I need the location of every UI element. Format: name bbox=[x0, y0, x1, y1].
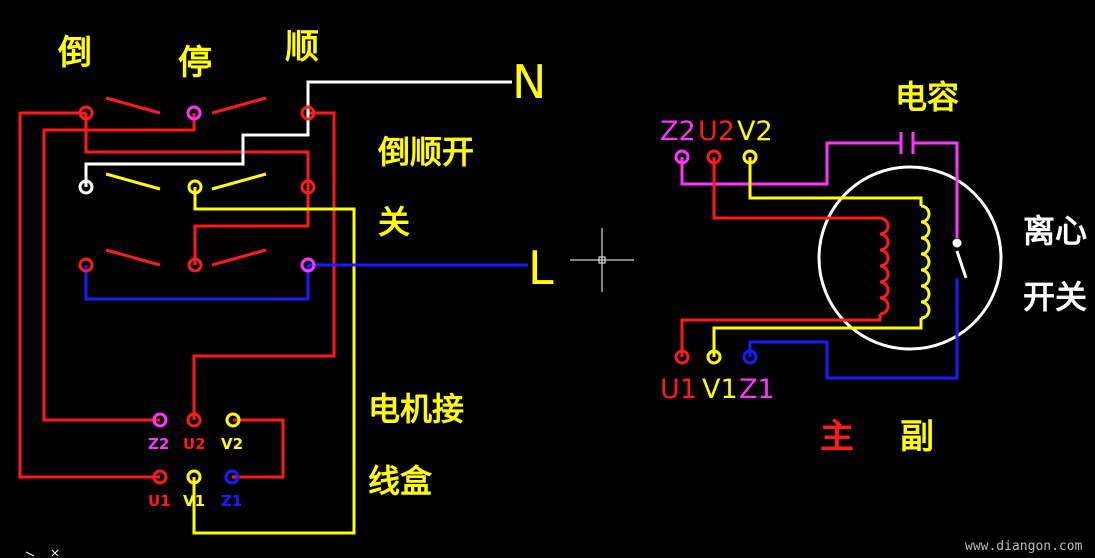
motor-label-u2: U2 bbox=[698, 116, 735, 147]
junction-label-u1: U1 bbox=[148, 492, 171, 510]
red-wire-cross-2 bbox=[193, 187, 310, 265]
switch-terminal bbox=[300, 257, 316, 273]
blade-top-left bbox=[105, 96, 161, 115]
centrifugal-label-line1: 离心 bbox=[1023, 212, 1087, 250]
yellow-wire-v2-winding bbox=[748, 157, 923, 206]
switch-title-line2: 关 bbox=[378, 203, 410, 241]
label-neutral: N bbox=[512, 55, 546, 109]
red-wire-u2-winding bbox=[712, 157, 880, 220]
motor-schematic: Z2 U2 V2 U1 V1 Z1 电容 离心 开关 主 副 bbox=[660, 78, 1087, 457]
junction-terminal-z2 bbox=[152, 412, 168, 428]
switch-terminal bbox=[187, 257, 203, 273]
switch-terminal bbox=[300, 179, 316, 195]
blade-mid-right bbox=[211, 172, 267, 191]
switch-terminal bbox=[78, 257, 94, 273]
blue-wire-to-z1 bbox=[748, 278, 959, 380]
motor-terminal-v1 bbox=[706, 349, 722, 365]
yellow-wire-winding-v1 bbox=[712, 318, 923, 357]
red-wire-outer-left bbox=[18, 111, 160, 479]
magenta-wire-to-switch bbox=[913, 141, 959, 238]
motor-label-v1: V1 bbox=[702, 374, 738, 405]
blade-bottom-right bbox=[211, 248, 267, 267]
switch-terminal bbox=[78, 179, 94, 195]
centrifugal-switch-blade bbox=[955, 250, 968, 279]
red-wire-winding-u1 bbox=[680, 314, 882, 357]
junction-title-line1: 电机接 bbox=[368, 390, 464, 428]
junction-terminal-u2 bbox=[186, 412, 202, 428]
centrifugal-switch-contact bbox=[952, 238, 962, 248]
ucs-icon bbox=[25, 549, 59, 557]
switch-terminal bbox=[186, 105, 202, 121]
motor-terminal-z2 bbox=[674, 149, 690, 165]
capacitor-label: 电容 bbox=[895, 78, 959, 116]
motor-terminal-v2 bbox=[742, 149, 758, 165]
main-winding-label: 主 bbox=[820, 417, 854, 457]
red-wire-v2-z1-link bbox=[232, 418, 285, 479]
motor-label-z2: Z2 bbox=[660, 116, 696, 147]
label-live: L bbox=[528, 241, 554, 295]
aux-winding-label: 副 bbox=[900, 417, 934, 457]
junction-label-z1: Z1 bbox=[221, 492, 242, 510]
switch-terminal bbox=[300, 105, 316, 121]
red-wire-cross-1 bbox=[84, 113, 310, 187]
motor-housing bbox=[817, 165, 1003, 351]
junction-terminal-v1 bbox=[186, 469, 202, 485]
junction-terminal-v2 bbox=[225, 412, 241, 428]
magenta-wire-to-capacitor bbox=[680, 141, 901, 186]
motor-terminal-u2 bbox=[706, 149, 722, 165]
blade-top-right bbox=[211, 96, 267, 115]
label-stop: 停 bbox=[178, 43, 212, 83]
junction-label-u2: U2 bbox=[183, 435, 206, 453]
blade-mid-left bbox=[105, 172, 161, 191]
junction-label-v2: V2 bbox=[221, 435, 243, 453]
motor-terminal-z1 bbox=[742, 349, 758, 365]
white-wire-neutral bbox=[306, 80, 512, 113]
watermark: www.diangon.com bbox=[965, 539, 1083, 554]
blue-wire-bottom bbox=[84, 265, 310, 301]
switch-terminal bbox=[187, 179, 203, 195]
motor-label-v2: V2 bbox=[737, 116, 773, 147]
label-reverse: 倒 bbox=[57, 33, 92, 73]
switch-terminal bbox=[78, 105, 94, 121]
motor-terminal-u1 bbox=[674, 349, 690, 365]
motor-label-u1: U1 bbox=[660, 374, 697, 405]
red-wire-to-z2 bbox=[42, 113, 196, 422]
centrifugal-label-line2: 开关 bbox=[1023, 278, 1087, 316]
junction-title-line2: 线盒 bbox=[368, 462, 433, 500]
junction-label-z2: Z2 bbox=[148, 435, 169, 453]
motor-label-z1: Z1 bbox=[739, 374, 775, 405]
junction-terminal-u1 bbox=[152, 469, 168, 485]
switch-title-line1: 倒顺开 bbox=[377, 133, 474, 171]
red-wire-to-u2 bbox=[192, 111, 336, 420]
aux-winding-coil bbox=[920, 204, 931, 320]
reversing-switch-wiring: 倒 停 顺 N L 倒顺开 关 电机接 线盒 Z2 U2 V2 U1 V1 Z1 bbox=[18, 27, 554, 535]
white-wire-cross bbox=[84, 113, 310, 187]
junction-label-v1: V1 bbox=[183, 492, 205, 510]
main-winding-coil bbox=[879, 216, 890, 316]
junction-terminal-z1 bbox=[224, 469, 240, 485]
crosshair-cursor bbox=[570, 228, 634, 292]
label-forward: 顺 bbox=[285, 27, 319, 67]
blade-bottom-left bbox=[105, 248, 161, 267]
yellow-wire-to-v1 bbox=[192, 187, 356, 535]
